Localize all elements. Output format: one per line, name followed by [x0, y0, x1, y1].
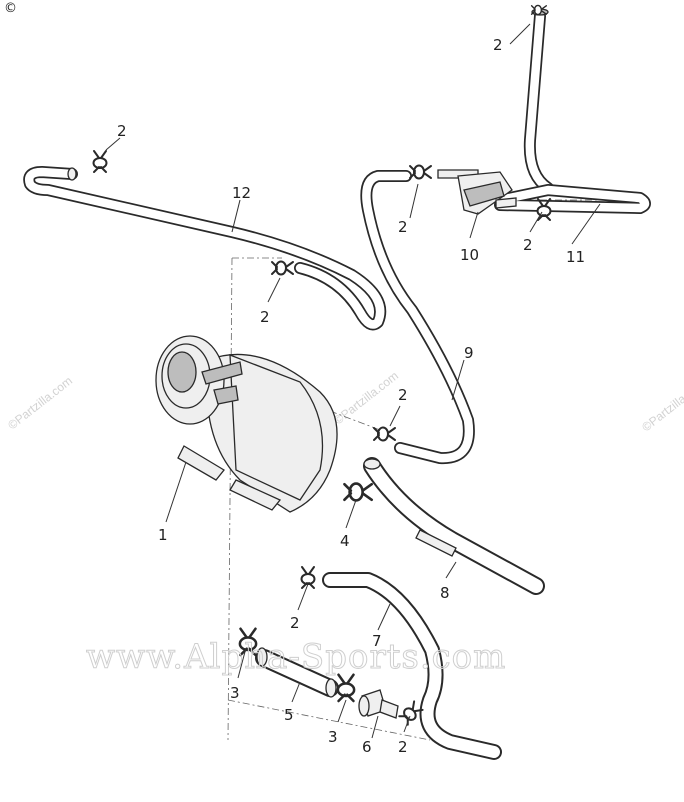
callout-3-right: 3 — [328, 728, 338, 746]
callout-10: 10 — [460, 246, 479, 264]
clamp-2-hose9 — [409, 164, 432, 180]
callout-labels: 2 2 12 2 10 2 11 2 9 2 1 4 8 2 7 3 5 3 6… — [117, 36, 585, 756]
fitting-6 — [358, 689, 399, 719]
callout-2-hose9: 2 — [398, 218, 408, 236]
hose-9 — [360, 170, 475, 465]
callout-6: 6 — [362, 738, 372, 756]
callout-7: 7 — [372, 632, 382, 650]
site-watermark-right: ©Partzilla.com — [639, 376, 684, 435]
hose-5 — [255, 647, 339, 698]
callout-2-top: 2 — [493, 36, 503, 54]
hose-12 — [23, 166, 387, 331]
callout-2-mid: 2 — [260, 308, 270, 326]
callout-2-hose7: 2 — [290, 614, 300, 632]
callout-9: 9 — [464, 344, 474, 362]
callout-3-left: 3 — [230, 684, 240, 702]
site-watermark-center: ©Partzilla.com — [331, 369, 401, 428]
callout-2-hose12: 2 — [117, 122, 127, 140]
callout-2-bottom: 2 — [398, 738, 408, 756]
hose-8 — [363, 457, 545, 595]
clamp-2-canister — [373, 426, 396, 442]
hose-7 — [322, 572, 502, 760]
connector-10 — [437, 169, 517, 215]
callout-12: 12 — [232, 184, 251, 202]
hose-11 — [494, 8, 651, 214]
callout-1: 1 — [158, 526, 168, 544]
canister-1 — [155, 335, 338, 513]
callout-2-tee: 2 — [523, 236, 533, 254]
callout-8: 8 — [440, 584, 450, 602]
callout-4: 4 — [340, 532, 350, 550]
alignment-line-bottom — [227, 699, 431, 741]
copyright-mark: © — [4, 1, 17, 16]
callout-5: 5 — [284, 706, 294, 724]
clamp-3-right — [336, 673, 356, 703]
clamp-2-mid — [271, 260, 294, 276]
callout-2-canister: 2 — [398, 386, 408, 404]
site-watermark-left: ©Partzilla.com — [5, 374, 75, 433]
alignment-line-vertical — [227, 257, 233, 741]
leader-lines — [105, 23, 601, 739]
clamp-2-bottom — [397, 700, 424, 727]
site-watermark-main: www.Alpha-Sports.com — [86, 637, 506, 677]
clamp-2-hose12 — [92, 150, 108, 173]
callout-11: 11 — [566, 248, 585, 266]
clamp-4 — [343, 482, 374, 502]
